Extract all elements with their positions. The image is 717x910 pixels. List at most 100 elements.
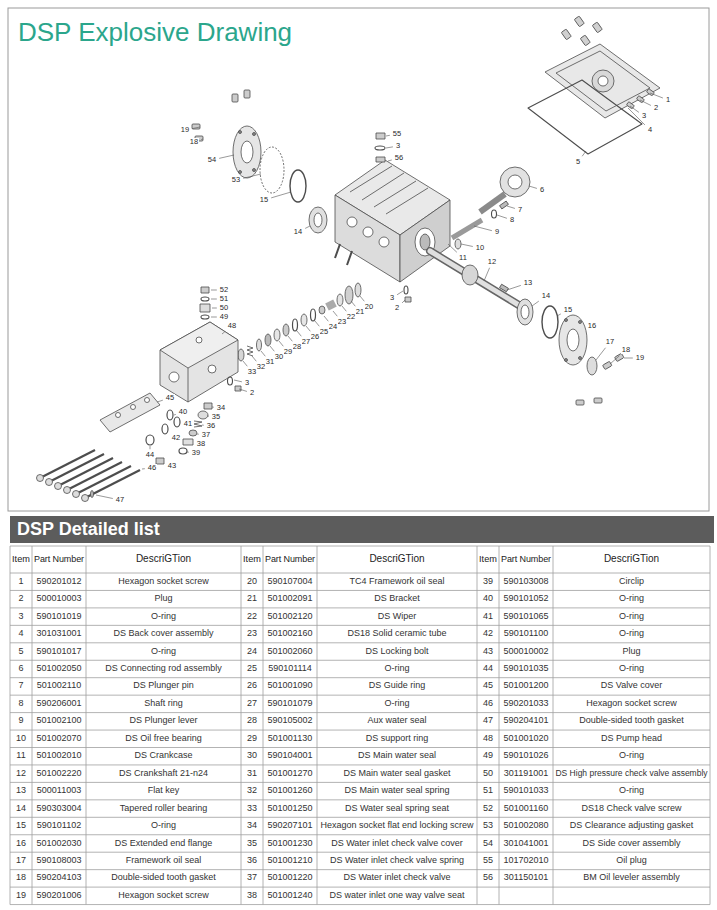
table-cell: O-ring [553, 590, 710, 607]
cell-text: 22 [247, 612, 257, 622]
table-cell: DS water inlet one way valve seat [317, 887, 477, 904]
leader-line [397, 291, 403, 295]
table-cell: 590101065 [499, 608, 553, 625]
drawing-part [545, 44, 660, 118]
drawing-part [232, 94, 238, 102]
cell-text: 590101100 [504, 629, 548, 639]
table-cell: 45 [477, 678, 499, 695]
drawing-part [283, 324, 289, 336]
leader-line [610, 356, 619, 364]
leader-line [507, 206, 515, 208]
drawing-part [542, 306, 558, 338]
cell-text: 25 [247, 664, 257, 674]
cell-text: Double-sided tooth gasket [579, 716, 684, 726]
table-cell: 590207101 [263, 817, 317, 834]
drawing-part [574, 16, 584, 27]
table-cell: 11 [10, 748, 32, 765]
cell-text: DS18 Solid ceramic tube [347, 629, 446, 639]
leader-line [388, 160, 392, 161]
drawing-part [46, 479, 53, 486]
table-cell: Flat key [86, 782, 241, 799]
cell-text: 19 [16, 891, 26, 901]
callout-number: 19 [180, 126, 190, 134]
cell-text: 18 [16, 873, 26, 883]
leader-line [239, 389, 247, 391]
table-cell: DS Main water seal gasket [317, 765, 477, 782]
drawing-part [347, 217, 357, 227]
table-rule [553, 546, 554, 905]
callout-number: 42 [171, 434, 181, 442]
drawing-part [350, 166, 428, 214]
drawing-part [579, 321, 582, 324]
table-rule [10, 764, 710, 765]
table-cell: 25 [241, 660, 263, 677]
cell-text: 590101017 [36, 647, 81, 657]
callout-number: 22 [346, 313, 356, 321]
table-rule [710, 546, 711, 905]
table-rule [241, 546, 242, 905]
cell-text: 17 [16, 856, 26, 866]
callout-number: 1 [665, 96, 671, 104]
cell-text: Double-sided tooth gasket [111, 873, 216, 883]
table-header-cell: Item [477, 546, 499, 573]
table-rule [10, 730, 710, 731]
drawing-part [309, 207, 327, 233]
cell-text: 301031001 [36, 629, 81, 639]
drawing-part [201, 315, 209, 319]
cell-text: DS18 Check valve screw [581, 804, 681, 814]
cell-text: 501001020 [503, 734, 548, 744]
cell-text: 501002120 [267, 612, 312, 622]
table-cell: Hexagon socket screw [86, 573, 241, 590]
cell-text: DS Side cover assembly [582, 839, 680, 849]
cell-text: 501001270 [267, 769, 312, 779]
leader-line [243, 361, 247, 366]
cell-text: DS Water inlet check valve cover [331, 839, 463, 849]
table-rule [10, 747, 710, 748]
cell-text: 590103008 [503, 577, 548, 587]
cell-text: 29 [247, 734, 257, 744]
table-cell: DS Water inlet check valve spring [317, 852, 477, 869]
table-rule [10, 573, 710, 574]
cell-text: DS Back cover assembly [113, 629, 213, 639]
drawing-part [565, 359, 568, 362]
page-title: DSP Explosive Drawing [18, 17, 292, 48]
table-cell: DS High pressure check valve assembly [553, 765, 710, 782]
table-rule [10, 607, 710, 608]
leader-line [640, 100, 651, 105]
cell-text: 51 [483, 786, 493, 796]
drawing-part [239, 131, 242, 134]
cell-text: 47 [483, 716, 493, 726]
callout-number: 25 [319, 328, 329, 336]
table-header-cell: Part Number [32, 546, 86, 573]
callout-number: 3 [395, 142, 401, 150]
drawing-part [579, 357, 582, 360]
table-cell: 56 [477, 870, 499, 887]
cell-text: Shaft ring [144, 699, 183, 709]
drawing-part [430, 251, 522, 307]
column-heading: DescriGTion [369, 554, 424, 565]
cell-text: 36 [247, 856, 257, 866]
callout-number: 31 [265, 358, 275, 366]
table-cell: 590206001 [32, 695, 86, 712]
cell-text: 301191001 [504, 769, 548, 779]
drawing-part [233, 126, 261, 178]
cell-text: 590303004 [36, 804, 81, 814]
leader-line [650, 93, 663, 98]
drawing-part [241, 141, 253, 163]
drawing-part [208, 365, 216, 373]
callout-number: 35 [211, 413, 221, 421]
callout-number: 33 [247, 368, 257, 376]
cell-text: TC4 Framework oil seal [349, 577, 444, 587]
drawing-part [646, 89, 654, 96]
table-rule [10, 782, 710, 783]
callout-number: 8 [509, 216, 515, 224]
callout-number: 2 [653, 104, 659, 112]
table-cell: 500010002 [499, 643, 553, 660]
column-heading: Part Number [265, 555, 315, 564]
drawing-part [517, 299, 533, 325]
drawing-part [405, 297, 411, 302]
leader-line [582, 151, 586, 156]
table-cell: 2 [10, 590, 32, 607]
table-rule [10, 712, 710, 713]
table-cell: O-ring [553, 748, 710, 765]
